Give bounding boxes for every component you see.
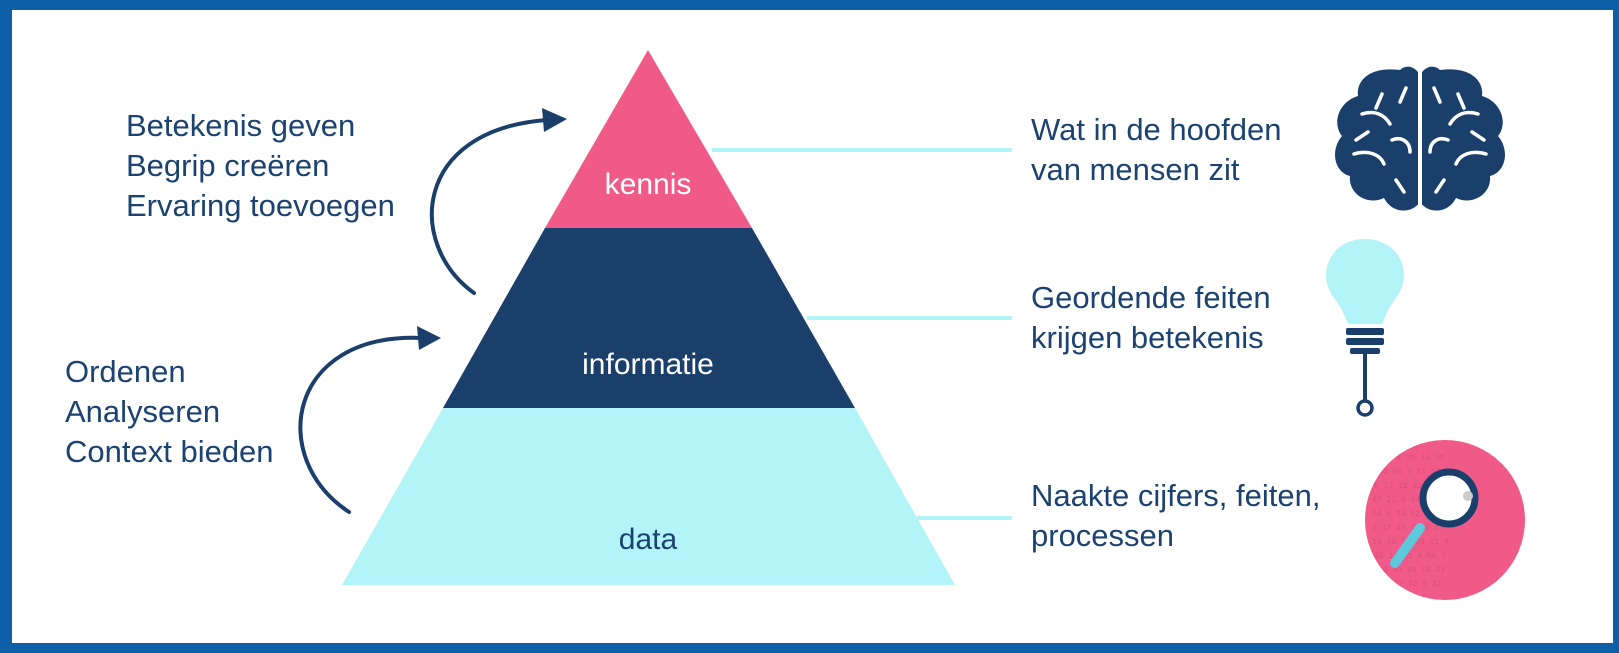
process-lower-1: Ordenen <box>65 354 186 389</box>
process-lower-2: Analyseren <box>65 394 221 429</box>
process-upper-1: Betekenis geven <box>126 108 356 143</box>
svg-text:2 17 45 7 12 4: 2 17 45 7 12 4 <box>1372 524 1439 533</box>
description-kennis-line-1: Wat in de hoofden <box>1031 112 1282 147</box>
description-informatie-line-2: krijgen betekenis <box>1031 320 1264 355</box>
svg-text:67 21 9 44 30 5: 67 21 9 44 30 5 <box>1372 496 1444 505</box>
pyramid-tier-data <box>342 408 955 585</box>
process-list-lower: Ordenen Analyseren Context bieden <box>65 352 274 472</box>
description-kennis: Wat in de hoofden van mensen zit <box>1031 110 1281 190</box>
pyramid-tier-informatie <box>443 228 855 408</box>
svg-text:54 4 33 12 21 56: 54 4 33 12 21 56 <box>1372 510 1449 519</box>
brain-icon <box>1335 66 1505 211</box>
diagram-canvas: 12 4 30 44 33 34 56 7 21 12 4 5 17 12 33… <box>298 50 1525 603</box>
upper-curved-arrow <box>429 108 567 295</box>
description-informatie-line-1: Geordende feiten <box>1031 280 1271 315</box>
description-data-line-1: Naakte cijfers, feiten, <box>1031 478 1321 513</box>
svg-text:5 17 12 33 18 9: 5 17 12 33 18 9 <box>1374 482 1446 491</box>
svg-text:42 18 31 4 56 7: 42 18 31 4 56 7 <box>1374 552 1446 561</box>
process-upper-3: Ervaring toevoegen <box>126 188 395 223</box>
svg-text:12 4 30 44 33: 12 4 30 44 33 <box>1382 454 1445 463</box>
description-data-line-2: processen <box>1031 518 1175 553</box>
tier-label-kennis: kennis <box>604 168 692 201</box>
svg-text:4 67 22 5 12: 4 67 22 5 12 <box>1384 580 1442 589</box>
tier-label-data: data <box>618 523 678 556</box>
process-upper-2: Begrip creëren <box>126 148 330 183</box>
tier-label-informatie: informatie <box>582 348 714 381</box>
process-lower-3: Context bieden <box>65 434 274 469</box>
description-data: Naakte cijfers, feiten, processen <box>1031 476 1320 556</box>
process-list-upper: Betekenis geven Begrip creëren Ervaring … <box>126 106 395 226</box>
description-informatie: Geordende feiten krijgen betekenis <box>1031 278 1271 358</box>
magnifier-numbers-icon: 12 4 30 44 33 34 56 7 21 12 4 5 17 12 33… <box>1365 440 1525 603</box>
lower-curved-arrow <box>298 326 441 514</box>
svg-text:34 56 7 21 12 4: 34 56 7 21 12 4 <box>1378 468 1450 477</box>
description-kennis-line-2: van mensen zit <box>1031 152 1240 187</box>
svg-text:15 33 44 18 21: 15 33 44 18 21 <box>1378 566 1445 575</box>
pyramid-tier-kennis <box>545 50 752 228</box>
svg-text:33 4 18: 33 4 18 <box>1392 594 1426 603</box>
lightbulb-icon <box>1326 239 1404 417</box>
